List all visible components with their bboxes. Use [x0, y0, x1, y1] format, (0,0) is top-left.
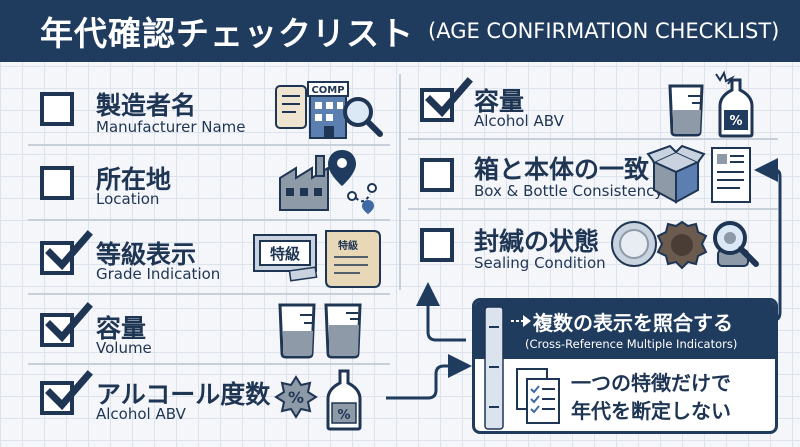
- percent-badge-text: %: [288, 388, 304, 407]
- percent-bottle-icon: % %: [274, 369, 362, 431]
- factory-map-pin-icon: [279, 150, 377, 214]
- box-document-icon: [646, 144, 751, 204]
- checklist-item-box-bottle: 箱と本体の一致 Box & Bottle Consistency: [408, 140, 778, 210]
- item-label-jp: 等級表示: [96, 240, 197, 269]
- title-bar: 年代確認チェックリスト (AGE CONFIRMATION CHECKLIST): [0, 0, 800, 62]
- checklist-item-sealing: 封緘の状態 Sealing Condition: [408, 210, 778, 282]
- seal-inspection-icon: [611, 220, 759, 270]
- item-label-en: Box & Bottle Consistency: [474, 182, 664, 200]
- panel-note-line2: 年代を断定しない: [571, 399, 731, 423]
- item-label-en: Grade Indication: [96, 265, 221, 283]
- checkmark-icon: [45, 230, 93, 271]
- checkbox[interactable]: [420, 228, 454, 262]
- checklist-item-volume: 容量 Volume: [28, 295, 390, 365]
- page-title: 年代確認チェックリスト: [40, 14, 414, 53]
- panel-title: 複数の表示を照合する: [533, 311, 733, 335]
- checkmark-icon: [45, 302, 93, 343]
- checkbox[interactable]: [420, 158, 454, 192]
- item-label-en: Sealing Condition: [474, 254, 606, 272]
- item-label-jp: 封緘の状態: [474, 227, 600, 256]
- item-label-en: Alcohol ABV: [96, 405, 186, 423]
- checkbox[interactable]: [420, 77, 473, 122]
- arrow-right-icon: [511, 315, 531, 327]
- item-label-jp: 箱と本体の一致: [474, 155, 650, 184]
- item-label-jp: アルコール度数: [96, 380, 271, 409]
- panel-note: 一つの特徴だけで 年代を断定しない: [571, 369, 731, 425]
- grade-badge-text: 特級: [270, 245, 300, 263]
- page-title-english: (AGE CONFIRMATION CHECKLIST): [428, 19, 780, 43]
- checklist-item-manufacturer: 製造者名 Manufacturer Name COMP: [28, 74, 390, 146]
- checkbox[interactable]: [40, 92, 74, 126]
- factory-document-magnifier-icon: COMP: [275, 81, 383, 139]
- checklist-item-location: 所在地 Location: [28, 146, 390, 221]
- checkmark-icon: [45, 370, 93, 411]
- checkbox[interactable]: [40, 302, 93, 347]
- panel-side-rail: [484, 306, 504, 430]
- panel-note-line1: 一つの特徴だけで: [571, 371, 731, 395]
- checklist-documents-icon: [516, 368, 560, 424]
- item-label-en: Manufacturer Name: [96, 118, 246, 136]
- item-label-en: Alcohol ABV: [474, 112, 564, 130]
- bottle-label-text: %: [337, 408, 350, 423]
- checklist-item-alcohol-abv: アルコール度数 Alcohol ABV % %: [28, 365, 390, 435]
- checkbox[interactable]: [40, 230, 93, 275]
- company-sign: COMP: [311, 85, 344, 96]
- panel-subtitle: (Cross-Reference Multiple Indicators): [525, 337, 738, 351]
- item-label-jp: 容量: [474, 87, 525, 116]
- checklist-item-grade: 等級表示 Grade Indication 特級 特級: [28, 221, 390, 295]
- checkmark-icon: [425, 77, 473, 118]
- bottle-label-text: %: [729, 114, 742, 129]
- grade-scroll-text: 特級: [338, 239, 358, 252]
- checkbox[interactable]: [40, 370, 93, 415]
- panel-header: [475, 301, 775, 359]
- item-label-jp: 所在地: [96, 165, 172, 194]
- measuring-cup-icon: [278, 303, 362, 359]
- item-label-jp: 容量: [96, 314, 147, 343]
- item-label-jp: 製造者名: [96, 91, 197, 120]
- checkbox[interactable]: [40, 166, 74, 200]
- beaker-bottle-icon: %: [668, 70, 754, 138]
- item-label-en: Volume: [96, 339, 152, 357]
- item-label-en: Location: [96, 190, 160, 208]
- cross-reference-panel: 複数の表示を照合する (Cross-Reference Multiple Ind…: [472, 298, 778, 434]
- checklist-item-right-abv: 容量 Alcohol ABV %: [408, 70, 778, 140]
- grade-label-icon: 特級 特級: [253, 230, 381, 288]
